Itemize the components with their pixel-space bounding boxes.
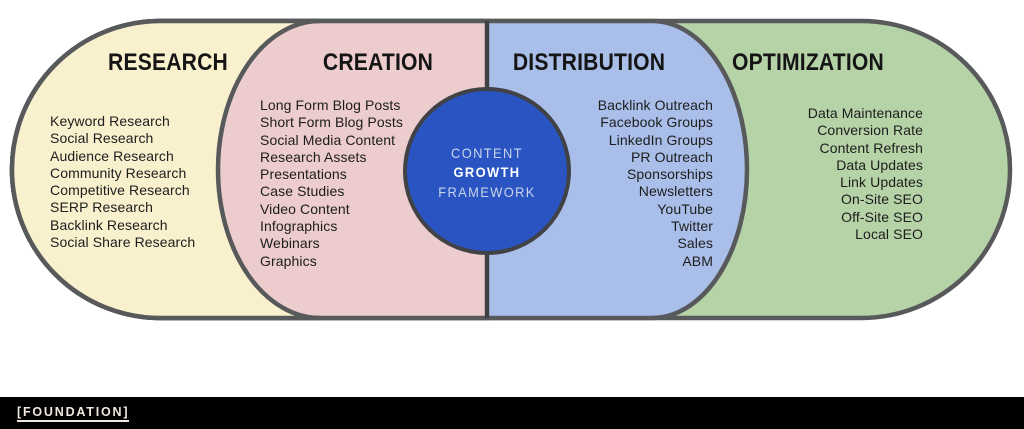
- circle-title-line-framework: FRAMEWORK: [438, 183, 536, 200]
- list-item: Social Share Research: [50, 234, 196, 251]
- list-item: Keyword Research: [50, 113, 170, 129]
- list-item: Link Updates: [840, 174, 923, 191]
- circle-title-line-content: CONTENT: [451, 145, 523, 161]
- list-item: YouTube: [657, 200, 713, 217]
- list-item: Sales: [677, 235, 713, 252]
- list-item: Social Research: [50, 130, 154, 147]
- list-item: Video Content: [260, 200, 350, 217]
- circle-title-line-growth: GROWTH: [453, 164, 521, 181]
- list-item: Community Research: [50, 164, 187, 181]
- list-item: Webinars: [260, 235, 320, 252]
- list-item: Infographics: [260, 218, 338, 235]
- list-item: Backlink Outreach: [597, 97, 713, 113]
- research-region: [9, 18, 321, 321]
- footer-bar: [FOUNDATION]: [0, 397, 1024, 429]
- list-item: SERP Research: [50, 199, 153, 216]
- list-item: Data Updates: [836, 156, 923, 173]
- list-item: Short Form Blog Posts: [260, 114, 403, 131]
- creation-heading: CREATION: [322, 49, 434, 76]
- list-item: Newsletters: [638, 183, 713, 200]
- list-item: Local SEO: [855, 226, 923, 243]
- center-circle-title: CONTENT GROWTH FRAMEWORK: [413, 144, 560, 202]
- center-circle: [403, 87, 571, 255]
- list-item: Data Maintenance: [807, 105, 923, 121]
- list-item: Graphics: [260, 252, 317, 269]
- list-item: Twitter: [671, 218, 713, 235]
- list-item: Audience Research: [50, 147, 174, 164]
- list-item: Case Studies: [260, 183, 345, 200]
- list-item: LinkedIn Groups: [608, 131, 713, 148]
- list-item: Presentations: [260, 166, 347, 183]
- list-item: On-Site SEO: [840, 191, 923, 208]
- list-item: Facebook Groups: [600, 114, 713, 131]
- research-heading: RESEARCH: [108, 49, 228, 76]
- foundation-logo: [FOUNDATION]: [17, 405, 130, 422]
- list-item: Content Refresh: [819, 139, 923, 156]
- list-item: ABM: [682, 252, 713, 269]
- list-item: Social Media Content: [260, 131, 396, 148]
- list-item: Long Form Blog Posts: [260, 97, 401, 113]
- distribution-heading: DISTRIBUTION: [512, 49, 666, 76]
- list-item: Conversion Rate: [817, 122, 923, 139]
- list-item: Competitive Research: [50, 182, 190, 199]
- optimization-heading: OPTIMIZATION: [732, 49, 884, 76]
- list-item: Off-Site SEO: [841, 208, 923, 225]
- list-item: Backlink Research: [50, 216, 168, 233]
- list-item: Research Assets: [260, 148, 367, 165]
- list-item: PR Outreach: [630, 148, 713, 165]
- list-item: Sponsorships: [626, 166, 713, 183]
